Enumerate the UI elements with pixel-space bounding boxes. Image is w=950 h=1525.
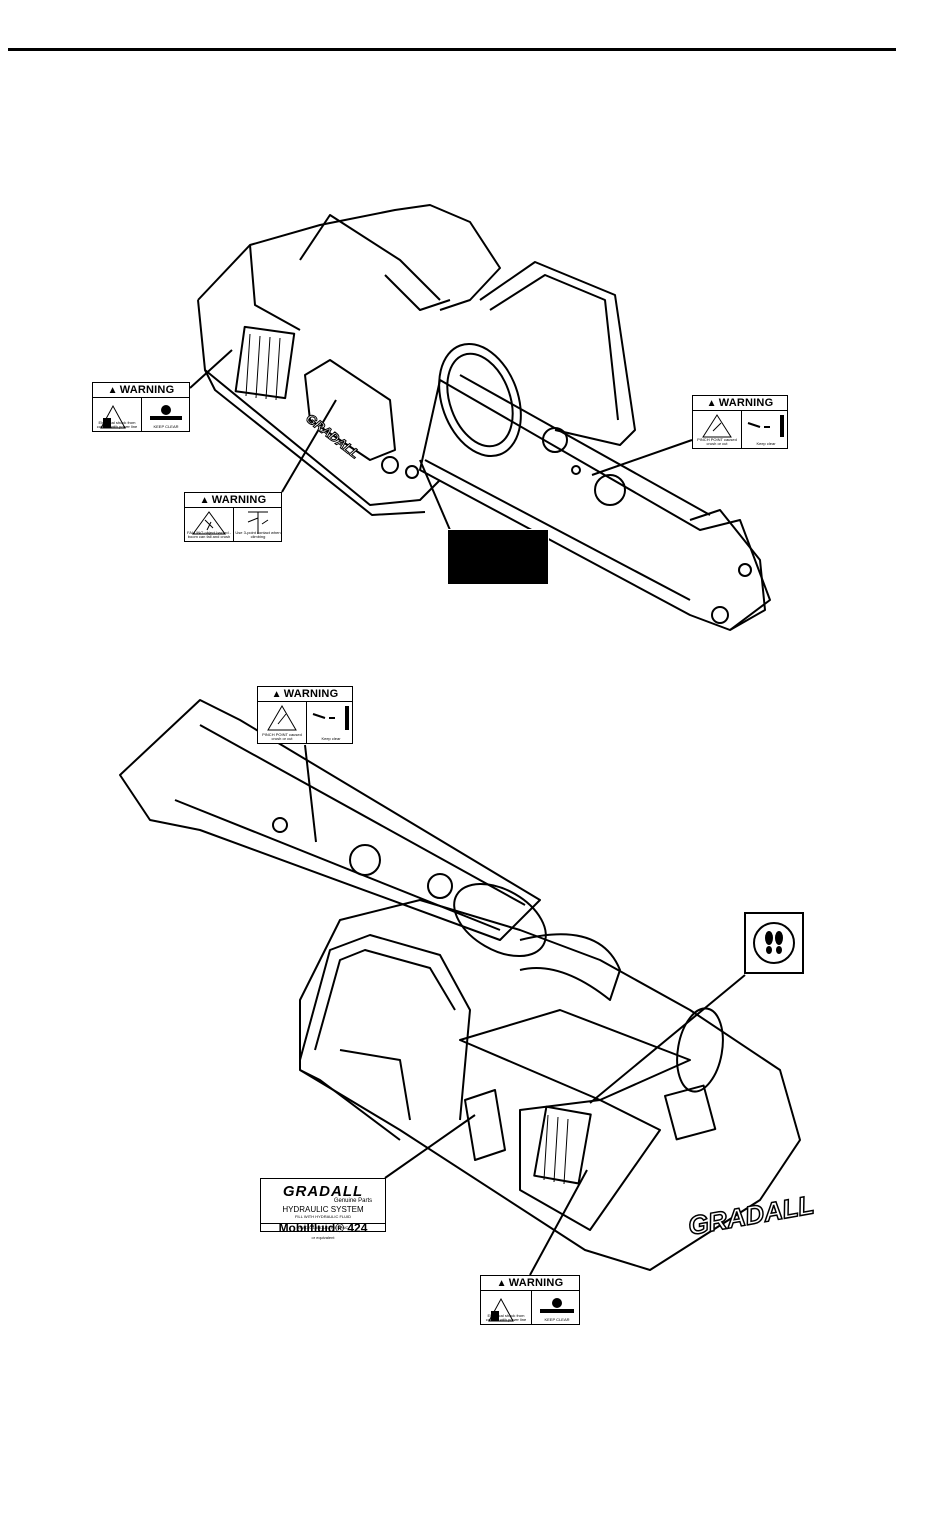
avoid-panel: KEEP CLEAR (142, 398, 190, 431)
keep-clear-icon (150, 405, 182, 420)
warning-triangle-icon: ▲ (271, 689, 282, 700)
keep-clear-icon (540, 1298, 574, 1313)
decal-text-right: KEEP CLEAR (544, 1317, 570, 1322)
warning-triangle-icon: ▲ (107, 385, 118, 396)
decal-text-left: PINCH POINT caused crush or cut (697, 437, 737, 446)
decal-text-right: KEEP CLEAR (153, 424, 179, 429)
decal-text-right: Keep clear (756, 441, 776, 446)
lower-machine-drawing (119, 699, 801, 1271)
hydraulic-decal-instruction: FILL WITH HYDRAULIC FLUID (294, 1214, 352, 1219)
hydraulic-decal-product: Mobilfluid® 424 (278, 1221, 368, 1235)
warning-decal-pinch-upper: ▲WARNING PINCH POINT caused crush or cut… (692, 395, 788, 449)
decal-text-left: Electrical shock from contact with power… (485, 1313, 527, 1322)
warning-decal-falling: ▲WARNING FALLING object hazard - boom ca… (184, 492, 282, 542)
falling-hazard-icon (192, 511, 226, 535)
warning-header: WARNING (119, 384, 175, 396)
warning-triangle-icon: ▲ (199, 495, 210, 506)
decal-text-left: Electrical shock from contact with power… (96, 420, 138, 429)
footprint-icon (753, 922, 795, 964)
hydraulic-decal-title: HYDRAULIC SYSTEM (282, 1205, 364, 1214)
decal-text-right: Keep clear (321, 736, 341, 741)
hydraulic-system-decal: GRADALL Genuine Parts HYDRAULIC SYSTEM F… (260, 1178, 386, 1240)
warning-decal-pinch-lower: ▲WARNING PINCH POINT caused crush or cut… (257, 686, 353, 744)
lower-callout-lines (304, 744, 746, 1276)
machine-brand-lettering-upper: GRADALL (303, 411, 362, 462)
warning-header: WARNING (211, 494, 267, 506)
keep-hands-clear-icon (747, 415, 784, 437)
no-step-decal (744, 912, 804, 974)
upper-machine-drawing (197, 204, 771, 631)
hazard-panel: Electrical shock from contact with power… (93, 398, 142, 431)
decal-text-left: PINCH POINT caused crush or cut (262, 732, 302, 741)
hydraulic-decal-brand: GRADALL (282, 1183, 364, 1200)
black-callout-box (447, 529, 549, 585)
warning-header: WARNING (283, 688, 339, 700)
electrocution-hazard-icon (488, 1297, 514, 1322)
hydraulic-decal-brand-sub: Genuine Parts (333, 1198, 373, 1204)
decal-text-right: Use 3-point contact when climbing (235, 530, 281, 539)
machine-brand-lettering: GRADALL (686, 1189, 816, 1241)
warning-triangle-icon: ▲ (706, 398, 717, 409)
keep-hands-clear-icon (312, 706, 349, 730)
three-point-contact-icon (247, 511, 269, 534)
warning-header: WARNING (718, 397, 774, 409)
pinch-point-icon (267, 705, 297, 731)
top-rule (8, 48, 896, 51)
warning-header: WARNING (508, 1277, 564, 1289)
warning-triangle-icon: ▲ (496, 1278, 507, 1289)
hydraulic-decal-equivalent: or equivalent (311, 1235, 335, 1240)
electrocution-hazard-icon (100, 404, 126, 429)
upper-callout-lines (189, 349, 693, 531)
warning-decal-electrical-lower: ▲WARNING Electrical shock from contact w… (480, 1275, 580, 1325)
pinch-point-icon (702, 414, 732, 438)
decal-text-left: FALLING object hazard - boom can fall an… (186, 530, 232, 539)
warning-decal-electrical-upper: ▲WARNING Electrical shock from contact w… (92, 382, 190, 432)
hydraulic-decal-footer: GRADALL INDUSTRIES INC. (261, 1223, 385, 1231)
